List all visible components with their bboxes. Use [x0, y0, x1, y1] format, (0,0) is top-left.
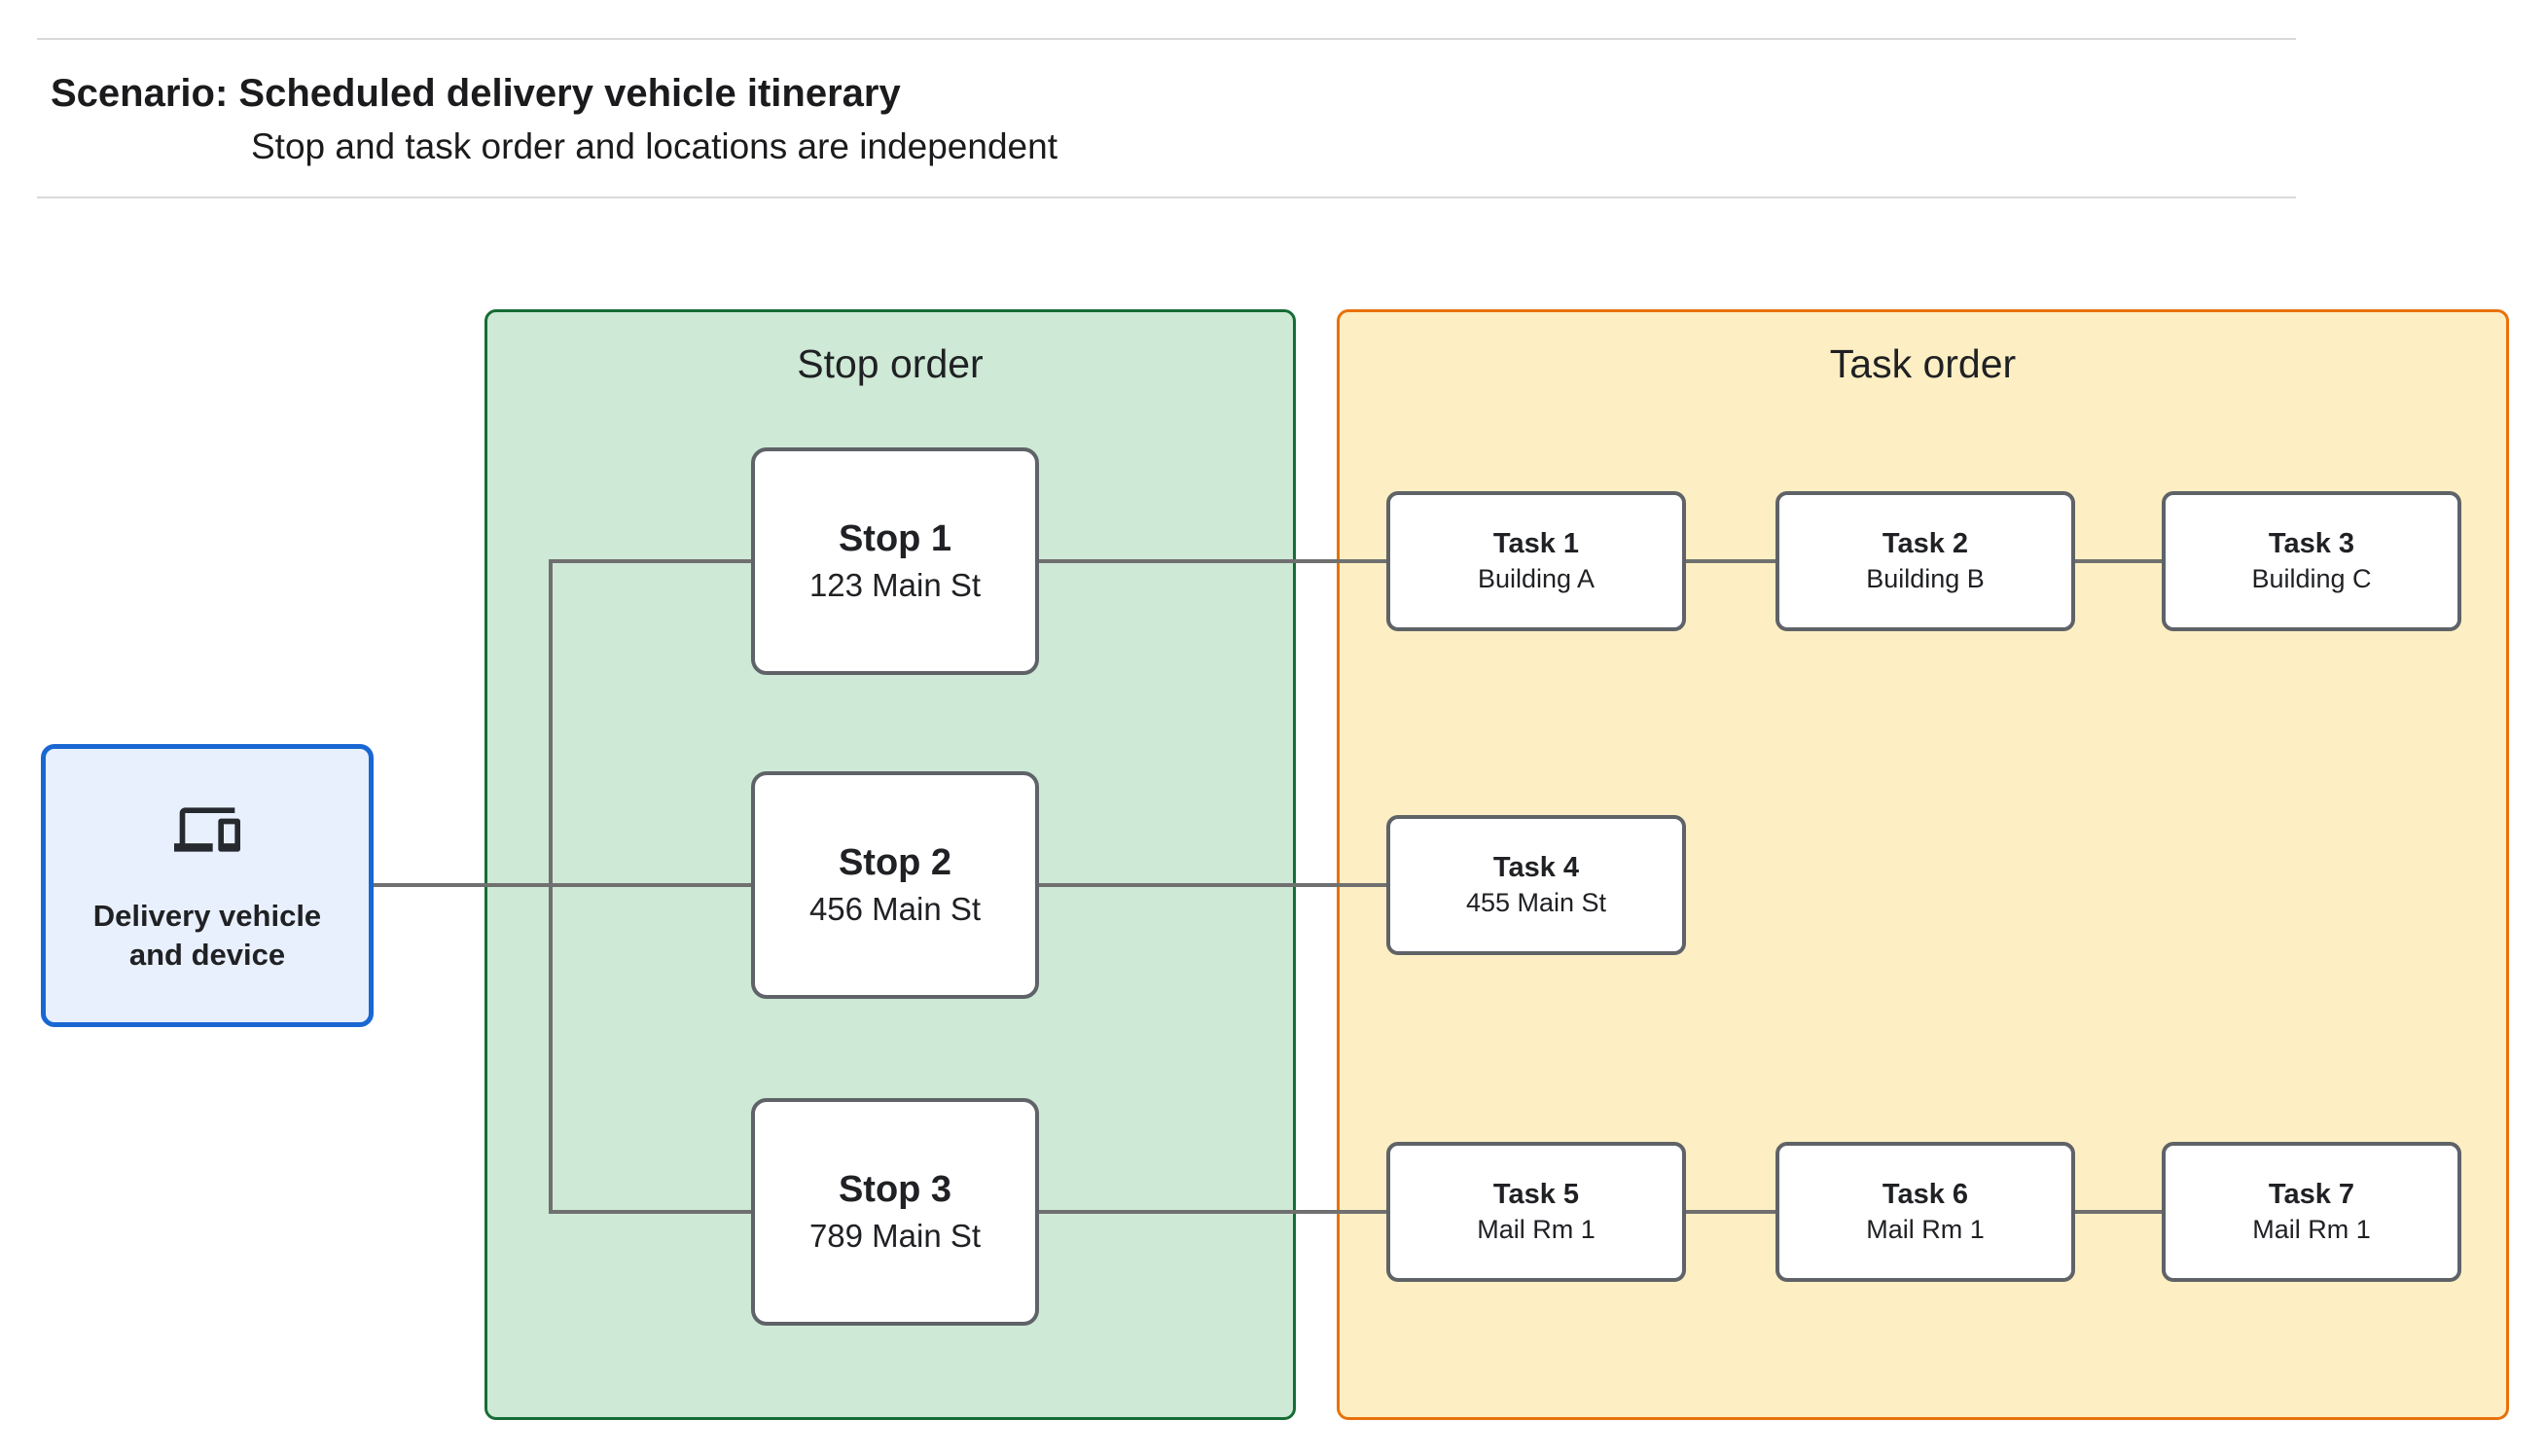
- devices-icon: [174, 807, 240, 852]
- delivery-vehicle-label: Delivery vehicle and device: [92, 899, 322, 973]
- connector-task1-task2: [1686, 559, 1775, 563]
- divider-top: [37, 38, 2296, 40]
- delivery-vehicle-node: Delivery vehicle and device: [41, 744, 374, 1027]
- task-location: Building B: [1866, 564, 1985, 593]
- task-location: Building C: [2251, 564, 2372, 593]
- task-location: Building A: [1477, 564, 1596, 593]
- connector-stop2-task4: [1039, 883, 1386, 887]
- connector-task5-task6: [1686, 1210, 1775, 1214]
- page-subtitle: Stop and task order and locations are in…: [251, 126, 1058, 166]
- stop-address: 789 Main St: [808, 1218, 982, 1254]
- task-2-node: Task 2 Building B: [1775, 491, 2075, 631]
- connector-task2-task3: [2075, 559, 2162, 563]
- stop-3-node: Stop 3 789 Main St: [751, 1098, 1039, 1326]
- task-location: Mail Rm 1: [1866, 1215, 1985, 1244]
- connector-stop-trunk: [549, 559, 553, 1214]
- task-1-node: Task 1 Building A: [1386, 491, 1686, 631]
- connector-stop1-task1: [1039, 559, 1386, 563]
- stop-1-node: Stop 1 123 Main St: [751, 447, 1039, 675]
- task-title: Task 5: [1492, 1179, 1580, 1210]
- task-3-node: Task 3 Building C: [2162, 491, 2461, 631]
- task-7-node: Task 7 Mail Rm 1: [2162, 1142, 2461, 1282]
- page-title: Scenario: Scheduled delivery vehicle iti…: [51, 72, 901, 115]
- task-title: Task 3: [2268, 528, 2355, 559]
- task-4-node: Task 4 455 Main St: [1386, 815, 1686, 955]
- connector-vehicle-to-stops: [374, 883, 751, 887]
- stop-title: Stop 2: [838, 842, 952, 883]
- stop-title: Stop 3: [838, 1169, 952, 1210]
- task-6-node: Task 6 Mail Rm 1: [1775, 1142, 2075, 1282]
- task-location: 455 Main St: [1465, 888, 1607, 917]
- task-title: Task 4: [1492, 852, 1580, 883]
- task-title: Task 1: [1492, 528, 1580, 559]
- stop-order-panel-title: Stop order: [797, 341, 984, 386]
- connector-branch-stop3: [549, 1210, 751, 1214]
- task-title: Task 6: [1882, 1179, 1969, 1210]
- connector-task6-task7: [2075, 1210, 2162, 1214]
- task-5-node: Task 5 Mail Rm 1: [1386, 1142, 1686, 1282]
- connector-branch-stop1: [549, 559, 751, 563]
- task-location: Mail Rm 1: [1477, 1215, 1596, 1244]
- task-order-panel-title: Task order: [1829, 341, 2017, 386]
- stop-address: 123 Main St: [808, 567, 982, 603]
- task-title: Task 7: [2268, 1179, 2355, 1210]
- stop-2-node: Stop 2 456 Main St: [751, 771, 1039, 999]
- stop-address: 456 Main St: [808, 891, 982, 927]
- task-title: Task 2: [1882, 528, 1969, 559]
- divider-bottom: [37, 196, 2296, 198]
- stop-title: Stop 1: [838, 518, 952, 559]
- task-location: Mail Rm 1: [2252, 1215, 2371, 1244]
- connector-stop3-task5: [1039, 1210, 1386, 1214]
